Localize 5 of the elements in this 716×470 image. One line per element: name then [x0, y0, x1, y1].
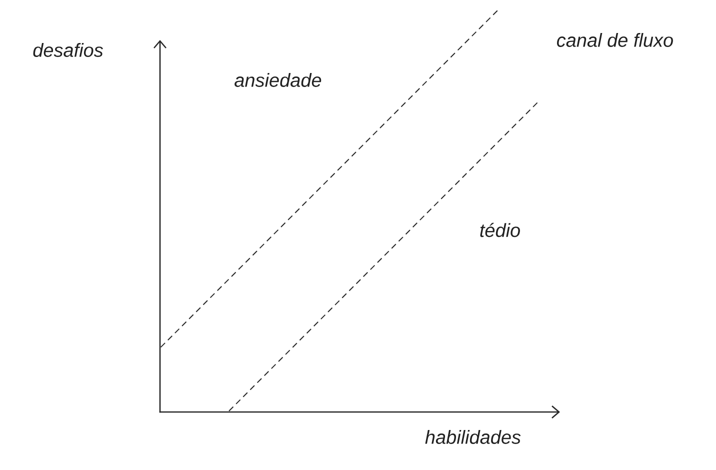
axis-label: desafios	[33, 43, 103, 57]
region-label: canal de fluxo	[557, 33, 673, 47]
region-label: ansiedade	[234, 73, 322, 87]
region-label: tédio	[480, 222, 520, 238]
axis-label: habilidades	[425, 430, 521, 444]
